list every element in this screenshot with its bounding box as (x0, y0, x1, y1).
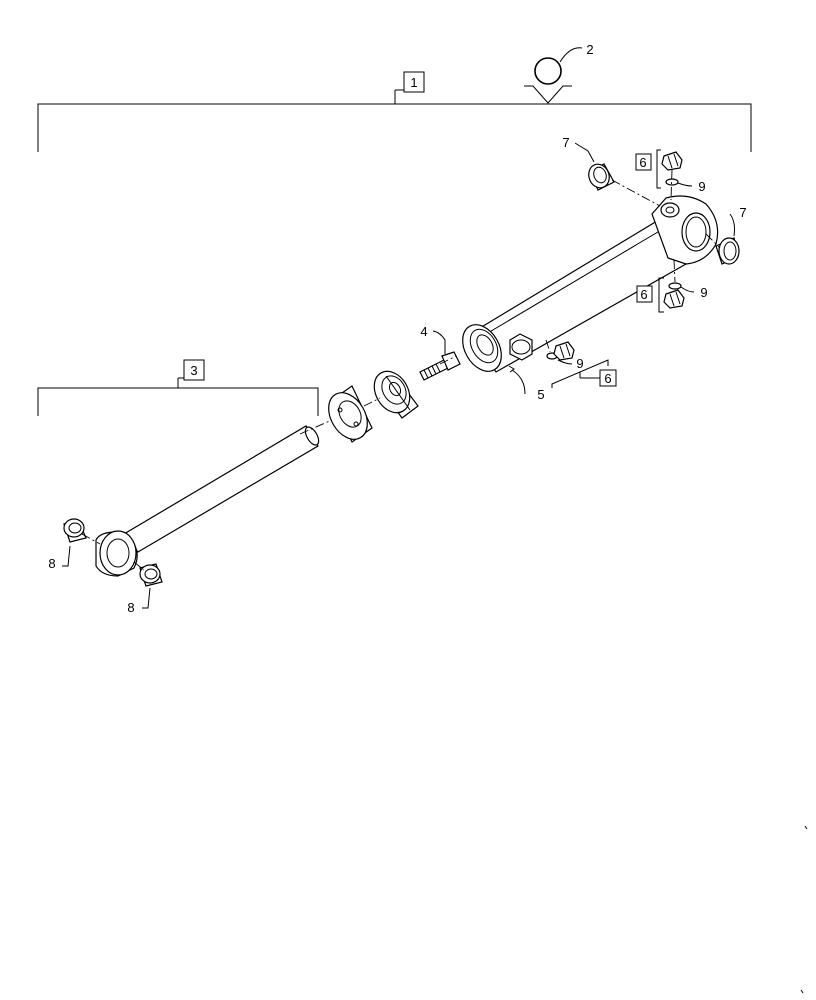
centerlines (81, 169, 721, 571)
callout-group-8-lower: 8 (127, 587, 151, 615)
piston-rod (95, 425, 320, 577)
plug-6-side (546, 341, 575, 361)
callout-9-side: 9 (576, 356, 583, 371)
assembly-bracket-1: 1 (37, 71, 752, 152)
callout-group-8-left: 8 (48, 545, 71, 571)
callout-group-6-bottom: 6 9 (636, 277, 708, 313)
bushing-8-lower (139, 563, 163, 587)
callout-7-right: 7 (739, 205, 746, 220)
assembly-bracket-3: 3 (37, 359, 319, 416)
bushing-7-upper (588, 163, 615, 191)
plug-6-bottom (663, 282, 685, 309)
bushing-8-left (63, 518, 87, 543)
callout-6-top: 6 (639, 155, 646, 170)
callout-8-left: 8 (48, 556, 55, 571)
callout-group-7-upper: 7 (562, 135, 595, 163)
callout-group-6-side: 6 9 (551, 356, 617, 388)
callout-4: 4 (420, 324, 427, 339)
callout-group-6-top: 6 9 (635, 149, 706, 194)
piston (373, 370, 419, 419)
callout-group-5: 5 (508, 365, 545, 402)
callout-1: 1 (410, 75, 417, 90)
callout-2: 2 (586, 42, 593, 57)
callout-6-side: 6 (604, 371, 611, 386)
callout-3: 3 (190, 363, 197, 378)
callout-8-lower: 8 (127, 600, 134, 615)
bushing-7-right (715, 237, 740, 265)
callout-group-4: 4 (420, 324, 446, 354)
callout-9-bottom: 9 (700, 285, 707, 300)
cylinder-barrel (462, 195, 719, 373)
callout-5: 5 (537, 387, 544, 402)
callout-6-bottom: 6 (640, 287, 647, 302)
plug-6-top (661, 151, 683, 186)
kit-symbol-2: 2 (524, 42, 594, 104)
callout-9-top: 9 (698, 179, 705, 194)
piston-bolt (419, 351, 461, 381)
callout-7-upper: 7 (562, 135, 569, 150)
gland-head (328, 385, 373, 443)
stray-marks (800, 825, 808, 994)
callout-group-7-right: 7 (729, 205, 747, 237)
